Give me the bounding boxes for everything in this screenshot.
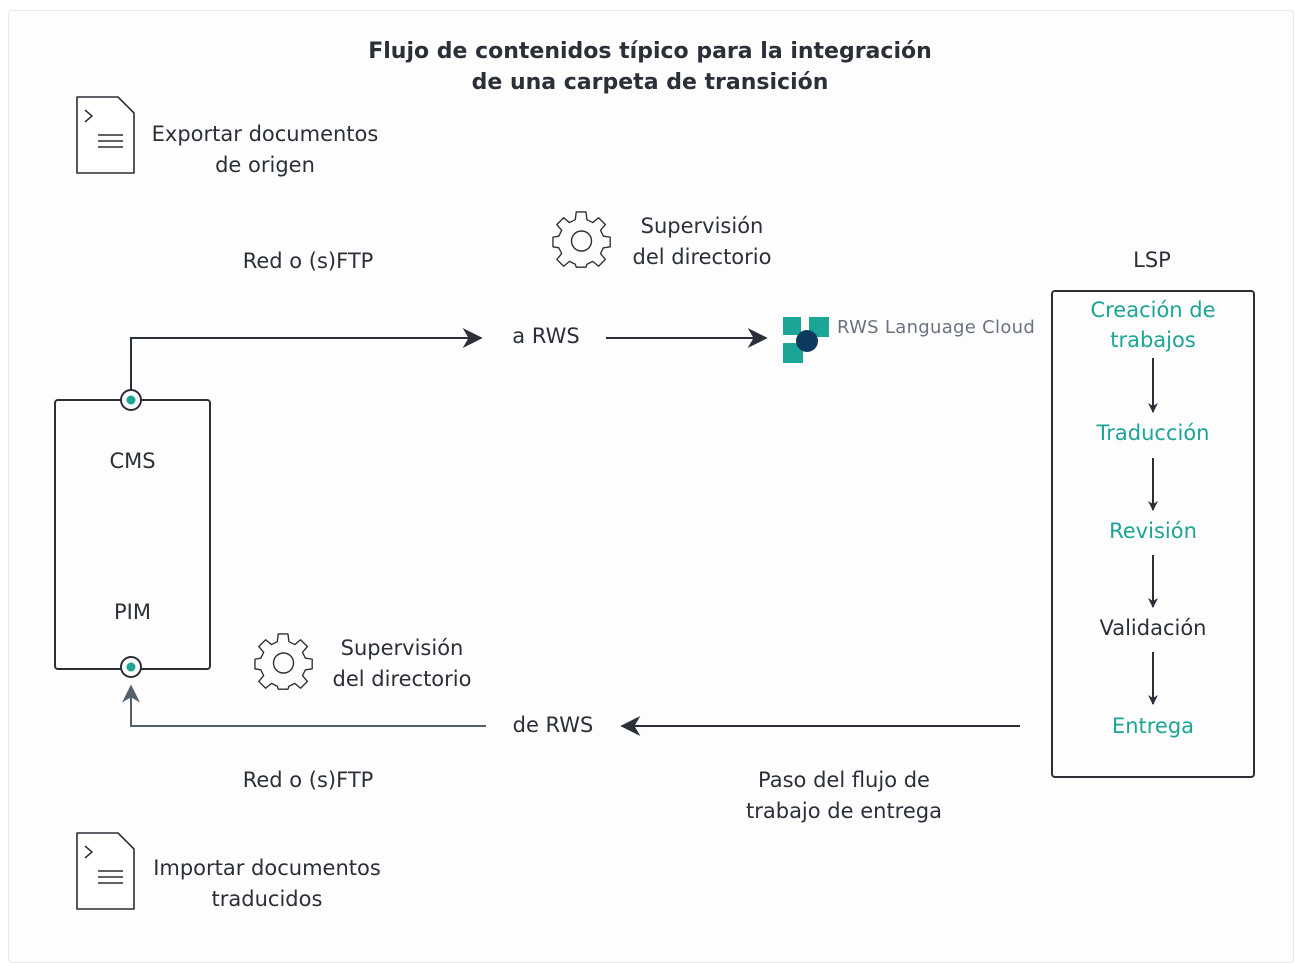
- diagram-frame: [8, 10, 1294, 963]
- top-monitor-line2: del directorio: [632, 245, 772, 269]
- bottom-monitor-line1: Supervisión: [340, 636, 464, 660]
- lsp-step-delivery: Entrega: [1111, 714, 1195, 738]
- delivery-step-line1: Paso del flujo de: [758, 768, 930, 792]
- top-gear-icon: [552, 211, 611, 268]
- pim-label: PIM: [114, 600, 151, 624]
- export-doc-line2: de origen: [215, 153, 315, 177]
- to-rws-label: a RWS: [512, 324, 580, 348]
- delivery-step-line2: trabajo de entrega: [746, 799, 942, 823]
- inbound-connector: [122, 684, 486, 727]
- top-monitor-line1: Supervisión: [640, 214, 764, 238]
- rws-logo-icon: [783, 317, 829, 363]
- bottom-network-label: Red o (s)FTP: [242, 768, 374, 792]
- lsp-step-validation: Validación: [1099, 616, 1207, 640]
- from-rws-label: de RWS: [512, 713, 594, 737]
- rws-language-cloud-brand: RWS Language Cloud: [837, 317, 1036, 338]
- lsp-box: [1051, 290, 1255, 778]
- lsp-step-translation: Traducción: [1096, 421, 1210, 445]
- import-document-icon: [76, 832, 135, 910]
- export-document-icon: [76, 96, 135, 174]
- lsp-label: LSP: [1133, 248, 1171, 272]
- diagram-title-line1: Flujo de contenidos típico para la integ…: [368, 39, 932, 64]
- lsp-step-review: Revisión: [1109, 519, 1197, 543]
- pim-connector-node: [120, 656, 142, 678]
- import-doc-line2: traducidos: [211, 887, 323, 911]
- cms-connector-node: [120, 389, 142, 411]
- cms-label: CMS: [109, 449, 156, 473]
- lsp-step-job-creation-line1: Creación de: [1090, 298, 1216, 322]
- import-doc-line1: Importar documentos: [153, 856, 381, 880]
- top-network-label: Red o (s)FTP: [242, 249, 374, 273]
- diagram-title-line2: de una carpeta de transición: [471, 70, 829, 95]
- cms-pim-box: [54, 399, 211, 670]
- outbound-connector: [130, 328, 483, 390]
- bottom-gear-icon: [254, 633, 313, 690]
- export-doc-line1: Exportar documentos: [151, 122, 379, 146]
- lsp-step-job-creation-line2: trabajos: [1110, 328, 1196, 352]
- bottom-monitor-line2: del directorio: [332, 667, 472, 691]
